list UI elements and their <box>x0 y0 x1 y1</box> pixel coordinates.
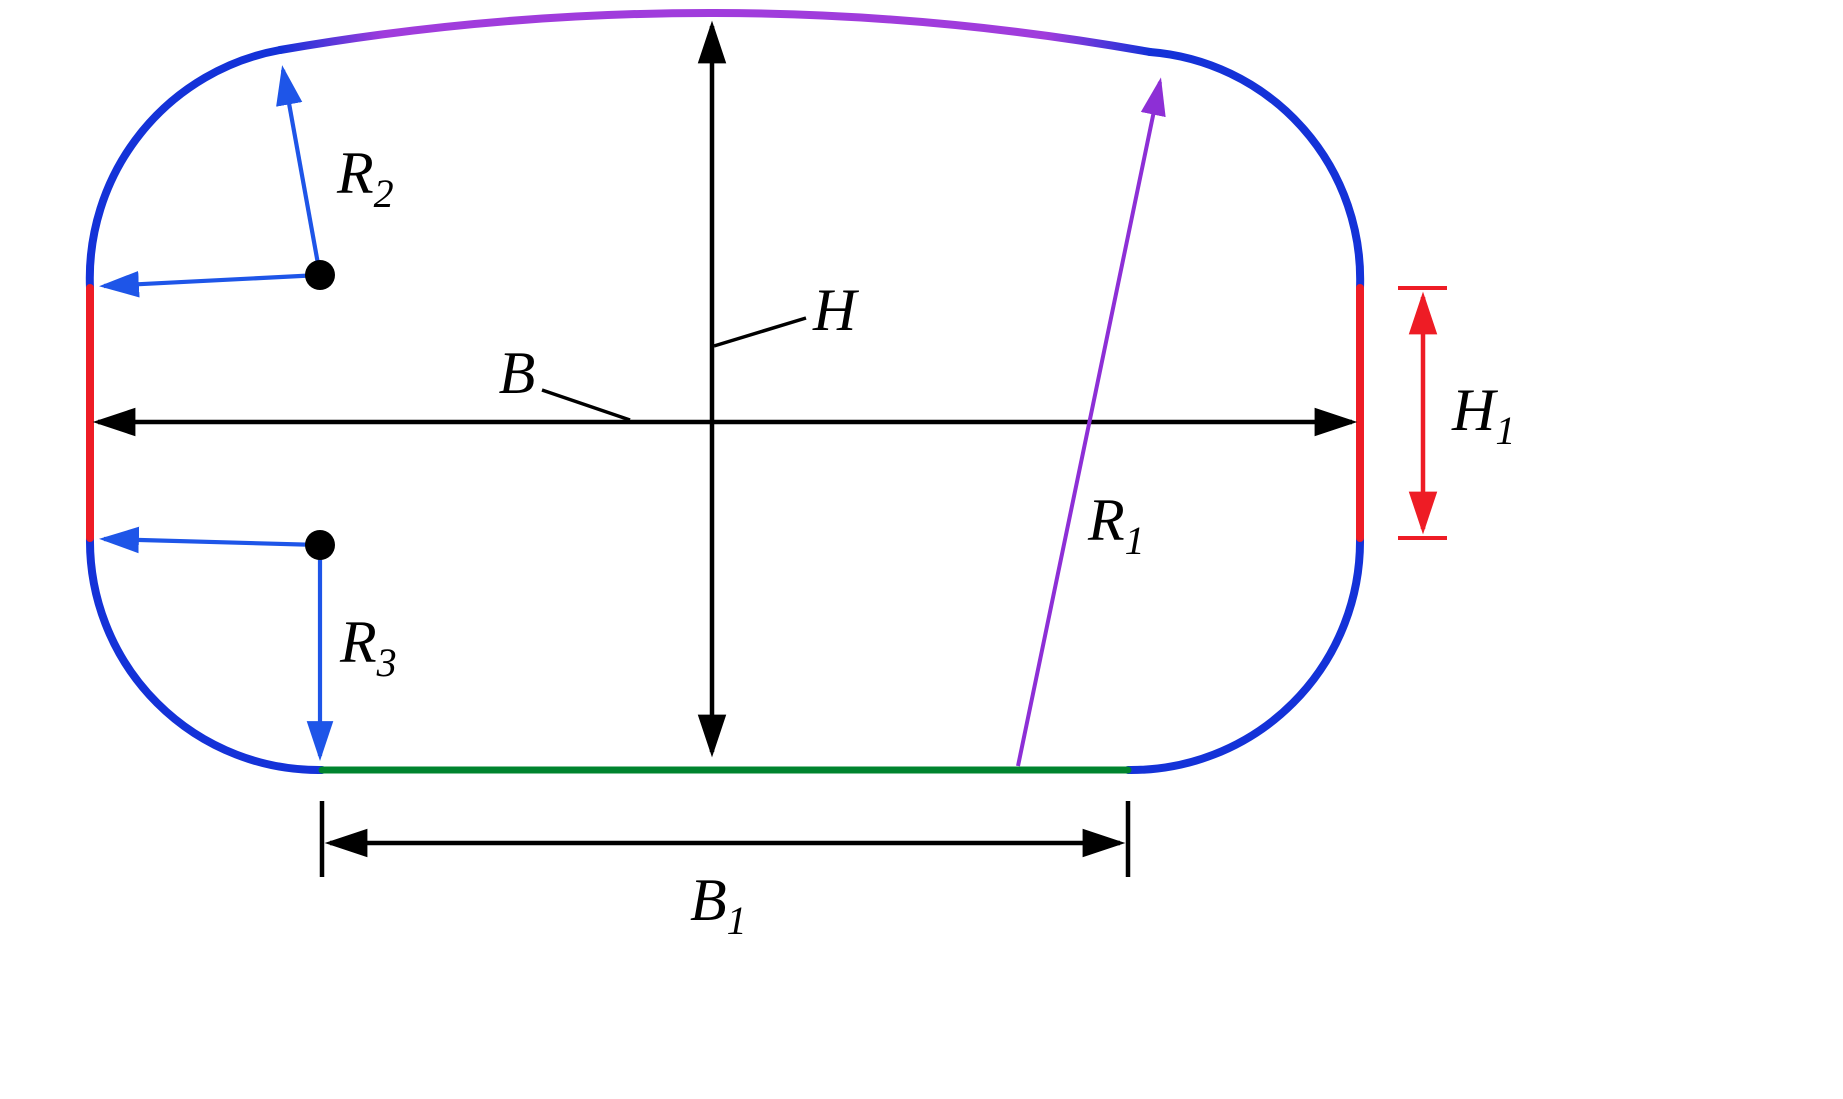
label-R1-base: R <box>1087 487 1125 553</box>
label-B: B <box>499 340 536 406</box>
label-B-text: B <box>499 340 536 406</box>
label-R2-base: R <box>336 140 374 206</box>
label-H: H <box>812 277 860 343</box>
label-B1-base: B <box>690 867 727 933</box>
label-R2: R2 <box>336 140 394 216</box>
h-label-leader <box>713 316 807 348</box>
r1-radius-arrow <box>1016 77 1166 767</box>
label-R3-base: R <box>339 609 377 675</box>
label-R3-sub: 3 <box>376 640 397 685</box>
b-label-leader <box>541 388 631 422</box>
crown-arc <box>276 9 1154 56</box>
label-R2-sub: 2 <box>374 171 394 216</box>
r3-arrow-left <box>99 526 321 554</box>
upper-right-corner-arc <box>1146 48 1365 292</box>
label-H1: H1 <box>1451 377 1515 453</box>
r2-arrow-left <box>99 270 321 298</box>
label-R3: R3 <box>339 609 397 685</box>
r3-center-dot <box>305 530 335 560</box>
upper-left-corner-arc <box>85 46 284 292</box>
label-B1: B1 <box>690 867 747 943</box>
label-H1-sub: 1 <box>1495 408 1515 453</box>
label-R1: R1 <box>1087 487 1145 563</box>
r2-center-dot <box>305 260 335 290</box>
lower-left-corner-arc <box>85 534 326 775</box>
r2-arrow-up <box>276 65 323 276</box>
label-H1-base: H <box>1451 377 1499 443</box>
label-H-text: H <box>812 277 860 343</box>
lower-right-corner-arc <box>1124 534 1365 775</box>
label-R1-sub: 1 <box>1125 518 1145 563</box>
label-B1-sub: 1 <box>727 898 747 943</box>
